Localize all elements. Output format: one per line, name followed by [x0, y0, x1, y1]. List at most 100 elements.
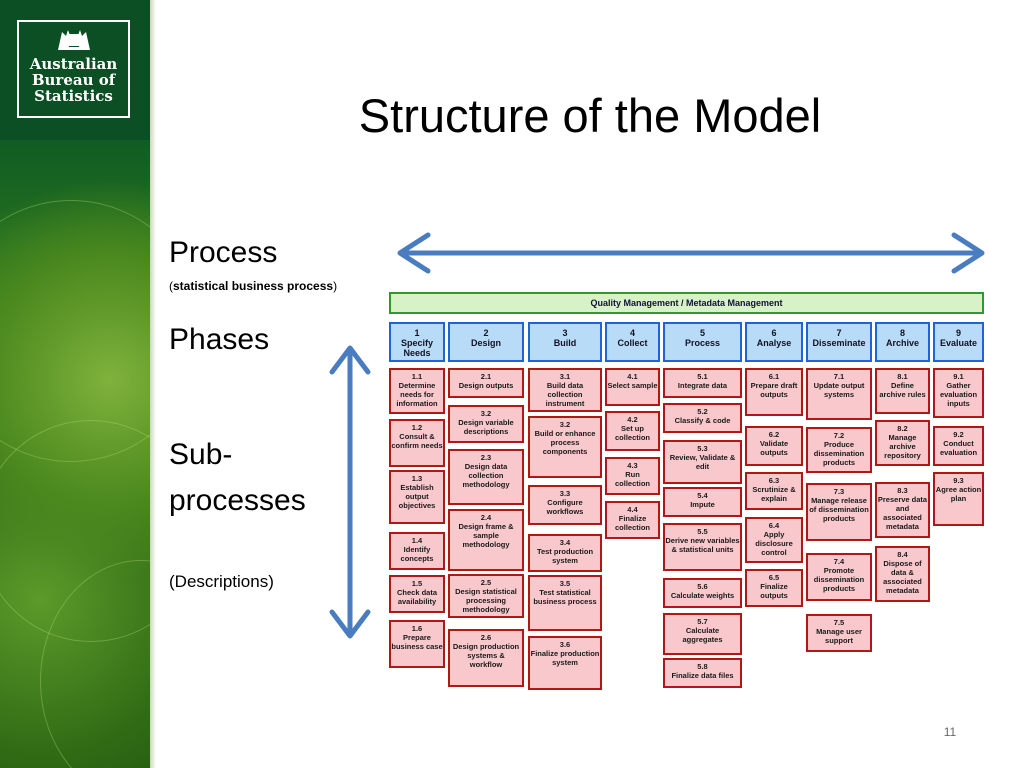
subprocess-name: Run collection [614, 470, 650, 488]
subprocess-name: Design outputs [458, 381, 514, 390]
subprocess-number: 6.3 [768, 476, 780, 485]
subprocess-number: 9.3 [953, 476, 964, 485]
phase-name: Process [684, 338, 721, 348]
subprocess-name: Build data collection instrument [545, 381, 585, 408]
abs-logo: Australian Bureau of Statistics [17, 20, 130, 118]
subprocesses-label: Sub- processes [169, 432, 306, 524]
subprocess-number: 3.4 [559, 538, 571, 547]
subprocess-number: 9.1 [953, 372, 964, 381]
subprocess-name: Determine needs for information [396, 381, 438, 408]
subprocess-number: 8.2 [897, 424, 908, 433]
subprocess-number: 5.5 [697, 527, 708, 536]
subprocess-name: Design variable descriptions [458, 418, 514, 436]
subprocess-name: Test production system [536, 547, 594, 565]
subprocess-name: Design frame & sample methodology [458, 522, 514, 549]
subprocess-name: Calculate weights [670, 591, 735, 600]
subprocess-number: 4.3 [627, 461, 638, 470]
subprocess-number: 2.3 [480, 453, 492, 462]
subprocess-name: Apply disclosure control [755, 530, 793, 557]
subprocess-number: 5.7 [697, 617, 708, 626]
subprocess-number: 3.5 [559, 579, 571, 588]
subprocess-name: Design production systems & workflow [452, 642, 520, 669]
phase-name: Build [553, 338, 577, 348]
phase-number: 2 [483, 328, 489, 338]
subprocess-name: Identify concepts [400, 545, 434, 563]
descriptions-label: (Descriptions) [169, 572, 274, 591]
subprocess-name: Calculate aggregates [682, 626, 723, 644]
subprocess-name: Manage archive repository [884, 433, 921, 460]
process-sub-label: (statistical business process) [169, 279, 338, 293]
subprocess-name: Design statistical processing methodolog… [455, 587, 517, 614]
sidebar-decoration: Australian Bureau of Statistics [0, 0, 150, 768]
subprocess-number: 5.6 [697, 582, 708, 591]
subprocess-name: Scrutinize & explain [752, 485, 796, 503]
subprocesses-label-line1: Sub- [169, 438, 233, 471]
subprocess-number: 6.2 [768, 430, 780, 439]
subprocess-name: Impute [690, 500, 715, 509]
subprocesses-label-line2: processes [169, 484, 306, 517]
subprocess-name: Review, Validate & edit [669, 453, 736, 471]
subprocess-number: 3.2 [480, 409, 492, 418]
subprocess-number: 2.5 [480, 578, 492, 587]
subprocess-name: Preserve data and associated metadata [877, 495, 928, 531]
subprocess-number: 7.4 [833, 557, 845, 566]
quality-management-bar: Quality Management / Metadata Management [389, 292, 984, 314]
phase-name: Disseminate [812, 338, 866, 348]
subprocess-name: Establish output objectives [398, 483, 436, 510]
subprocess-number: 7.5 [833, 618, 845, 627]
subprocess-number: 7.3 [833, 487, 845, 496]
subprocess-name: Configure workflows [546, 498, 584, 516]
subprocess-name: Classify & code [674, 416, 731, 425]
subprocess-number: 2.6 [480, 633, 492, 642]
subprocess-name: Agree action plan [935, 485, 982, 503]
subprocess-number: 4.1 [627, 372, 638, 381]
phase-number: 3 [562, 328, 568, 338]
subprocess-name: Derive new variables & statistical units [665, 536, 740, 554]
subprocess-number: 1.4 [411, 536, 423, 545]
phase-name: Archive [885, 338, 920, 348]
subprocess-name: Manage release of dissemination products [809, 496, 869, 523]
phase-number: 8 [899, 328, 905, 338]
logo-line-3: Statistics [34, 87, 113, 105]
subprocess-number: 8.1 [897, 372, 908, 381]
subprocess-name: Prepare business case [391, 633, 443, 651]
process-label: Process [169, 236, 278, 269]
phase-name: Collect [617, 338, 648, 348]
phase-number: 5 [699, 328, 705, 338]
subprocess-name: Update output systems [813, 381, 865, 399]
subprocess-number: 2.4 [480, 513, 492, 522]
subprocess-name: Produce dissemination products [813, 440, 865, 467]
subprocess-name: Design data collection methodology [462, 462, 510, 489]
subprocess-name: Manage user support [816, 627, 862, 645]
subprocess-name: Dispose of data & associated metadata [883, 559, 922, 595]
phase-name: Analyse [756, 338, 792, 348]
logo-line-2: Bureau of [31, 71, 116, 89]
